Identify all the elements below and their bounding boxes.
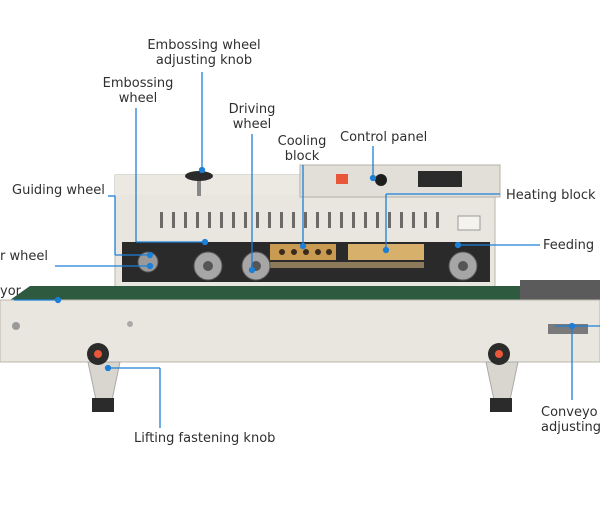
label-driving-wheel: Driving wheel <box>218 102 286 132</box>
label-feeding: Feeding <box>543 238 595 253</box>
label-embossing-adjusting-knob: Embossing wheel adjusting knob <box>140 38 268 68</box>
label-guiding-wheel: Guiding wheel <box>12 183 105 198</box>
label-control-panel: Control panel <box>340 130 428 145</box>
label-cooling-block: Cooling block <box>268 134 336 164</box>
label-line: Conveyo <box>541 405 598 420</box>
label-line: Embossing <box>102 76 174 91</box>
left-foot <box>92 398 114 412</box>
label-heating-block: Heating block <box>506 188 596 203</box>
label-line: wheel <box>232 117 272 132</box>
control-display <box>418 171 462 187</box>
cooling-holes <box>279 249 332 255</box>
vent-slots <box>160 212 439 228</box>
wheels <box>137 251 478 281</box>
label-conveyor-adjusting: Conveyo adjusting <box>541 405 600 435</box>
frame-bolt-left <box>12 322 20 330</box>
label-conveyor: yor <box>0 284 21 299</box>
control-knob <box>375 174 387 186</box>
label-line: block <box>284 149 320 164</box>
left-lifting-knob-center <box>94 350 102 358</box>
conveyor-belt <box>10 286 540 300</box>
right-leg <box>485 361 519 401</box>
label-embossing-wheel: Embossing wheel <box>98 76 178 106</box>
label-roller-wheel: r wheel <box>0 249 48 264</box>
label-line: Driving <box>228 102 276 117</box>
right-lifting-knob-center <box>495 350 503 358</box>
adjust-slot <box>548 324 588 334</box>
label-line: adjusting <box>541 420 600 435</box>
label-line: Embossing wheel <box>147 38 261 53</box>
control-switch <box>336 174 348 184</box>
right-foot <box>490 398 512 412</box>
control-panel-box <box>299 164 501 198</box>
warning-label <box>457 215 481 231</box>
frame-bolt-mid <box>127 321 133 327</box>
label-line: wheel <box>118 91 158 106</box>
label-line: Cooling <box>277 134 327 149</box>
label-lifting-fastening-knob: Lifting fastening knob <box>134 431 276 446</box>
label-line: adjusting knob <box>155 53 253 68</box>
leader-lines <box>14 72 600 428</box>
embossing-knob-handle <box>185 171 213 181</box>
embossing-knob-stem <box>197 178 201 196</box>
sealing-bar <box>270 262 424 268</box>
